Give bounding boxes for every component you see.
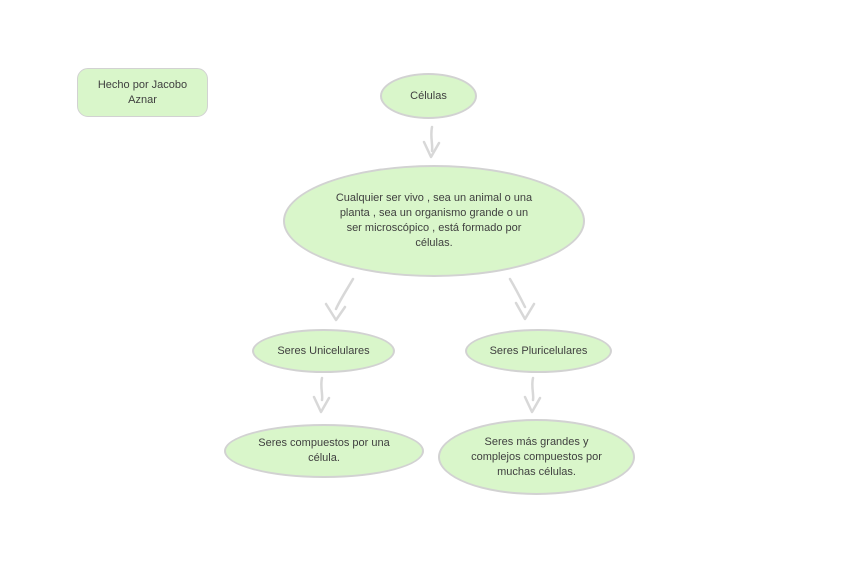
arrow-definition-to-unicelulares (324, 277, 355, 322)
arrow-unicelulares-to-desc (312, 376, 331, 414)
arrow-head-icon (514, 301, 536, 321)
arrow-shaft (508, 277, 527, 309)
node-unicelulares[interactable]: Seres Unicelulares (252, 329, 395, 373)
arrow-head-icon (523, 395, 542, 414)
node-celulas-label: Células (410, 89, 447, 102)
arrow-pluricelulares-to-desc (523, 376, 542, 414)
node-unicelulares-desc-label: Seres compuestos por una célula. (258, 437, 390, 464)
credit-box[interactable]: Hecho por Jacobo Aznar (77, 68, 208, 117)
arrow-shaft (334, 277, 355, 311)
arrow-head-icon (422, 140, 441, 159)
node-pluricelulares-desc[interactable]: Seres más grandes y complejos compuestos… (438, 419, 635, 495)
node-pluricelulares-label: Seres Pluricelulares (489, 344, 588, 357)
arrow-celulas-to-definition (422, 125, 441, 159)
node-pluricelulares[interactable]: Seres Pluricelulares (465, 329, 612, 373)
node-unicelulares-desc[interactable]: Seres compuestos por una célula. (224, 424, 424, 478)
arrow-shaft (320, 376, 324, 402)
node-definition-label: Cualquier ser vivo , sea un animal o una… (335, 192, 533, 249)
node-unicelulares-label: Seres Unicelulares (277, 344, 370, 357)
arrow-shaft (531, 376, 535, 402)
node-celulas[interactable]: Células (380, 73, 477, 119)
credit-label: Hecho por Jacobo Aznar (97, 78, 188, 106)
arrow-definition-to-pluricelulares (508, 277, 536, 321)
arrow-head-icon (312, 395, 331, 414)
arrow-head-icon (324, 302, 347, 322)
node-definition[interactable]: Cualquier ser vivo , sea un animal o una… (283, 165, 585, 277)
node-pluricelulares-desc-label: Seres más grandes y complejos compuestos… (471, 435, 602, 478)
arrow-shaft (430, 125, 434, 153)
